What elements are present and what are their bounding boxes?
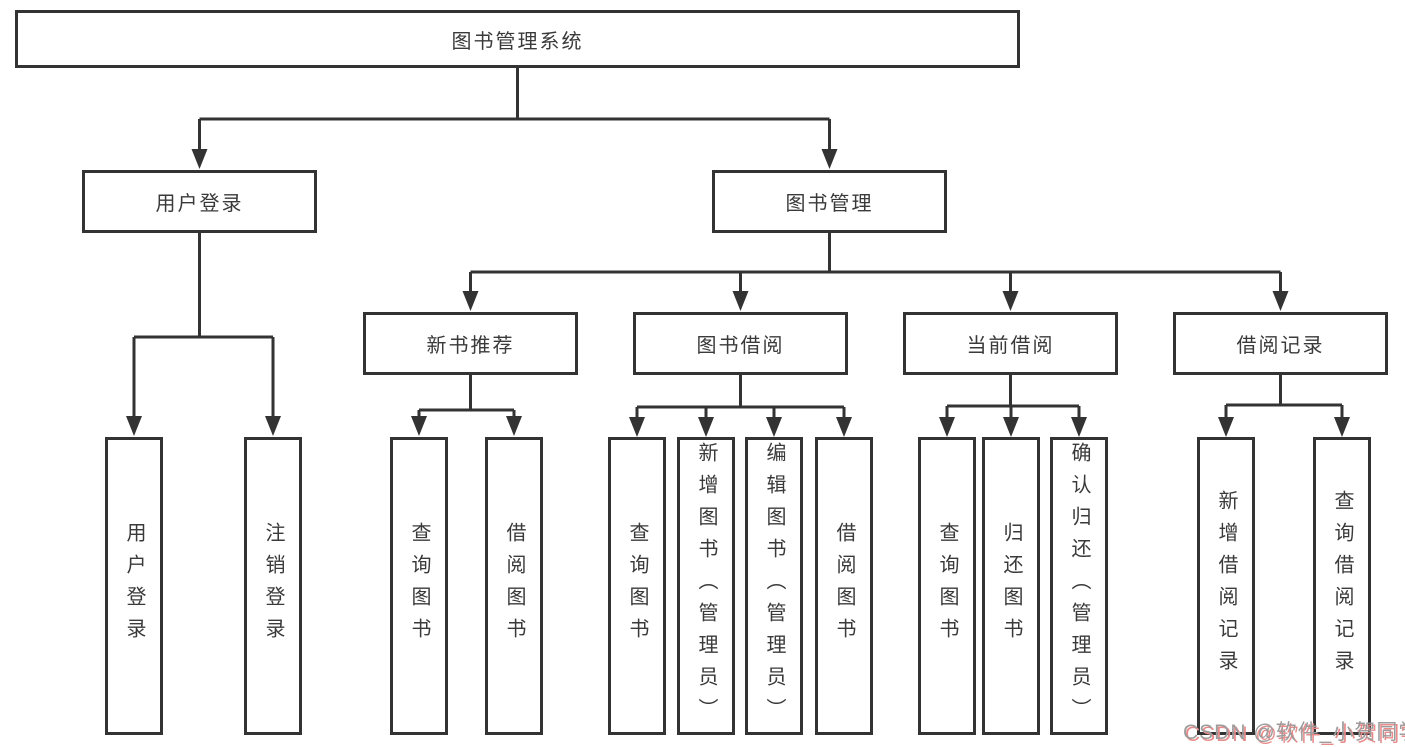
- node-current-borrowing: 当前借阅: [903, 312, 1118, 375]
- leaf-borrow-borrow-books-label: 借阅图书: [833, 522, 855, 650]
- leaf-records-add-record-label: 新增借阅记录: [1215, 490, 1237, 682]
- leaf-current-return-books: 归还图书: [982, 437, 1040, 735]
- node-borrowing-records-label: 借阅记录: [1236, 335, 1325, 357]
- arrowheads: [126, 149, 1350, 437]
- leaf-newrec-borrow-books: 借阅图书: [485, 437, 543, 735]
- node-book-management-label: 图书管理: [785, 193, 874, 215]
- node-current-borrowing-label: 当前借阅: [966, 335, 1055, 357]
- leaf-newrec-query-books: 查询图书: [390, 437, 448, 735]
- leaf-borrow-add-books-admin: 新增图书（管理员）: [677, 437, 735, 735]
- node-new-book-recommend-label: 新书推荐: [426, 335, 515, 357]
- leaf-borrow-borrow-books: 借阅图书: [815, 437, 873, 735]
- leaf-newrec-query-books-label: 查询图书: [408, 522, 430, 650]
- node-book-borrowing-label: 图书借阅: [696, 335, 785, 357]
- leaf-borrow-add-books-admin-label: 新增图书（管理员）: [695, 442, 717, 730]
- node-user-login-label: 用户登录: [155, 193, 244, 215]
- leaf-records-query-record: 查询借阅记录: [1313, 437, 1371, 735]
- leaf-logout: 注销登录: [244, 437, 302, 735]
- leaf-borrow-query-books-label: 查询图书: [626, 522, 648, 650]
- leaf-borrow-edit-books-admin: 编辑图书（管理员）: [745, 437, 803, 735]
- leaf-current-query-books-label: 查询图书: [936, 522, 958, 650]
- leaf-current-confirm-return-admin: 确认归还（管理员）: [1050, 437, 1108, 735]
- node-root-system: 图书管理系统: [15, 10, 1020, 68]
- node-book-borrowing: 图书借阅: [633, 312, 848, 375]
- node-borrowing-records: 借阅记录: [1173, 312, 1388, 375]
- leaf-logout-label: 注销登录: [262, 522, 284, 650]
- node-user-login: 用户登录: [82, 170, 317, 233]
- leaf-borrow-edit-books-admin-label: 编辑图书（管理员）: [763, 442, 785, 730]
- node-book-management: 图书管理: [712, 170, 947, 233]
- csdn-watermark: CSDN @软件_小贺同学: [1183, 721, 1405, 744]
- leaf-current-return-books-label: 归还图书: [1000, 522, 1022, 650]
- node-new-book-recommend: 新书推荐: [363, 312, 578, 375]
- leaf-current-query-books: 查询图书: [918, 437, 976, 735]
- node-root-system-label: 图书管理系统: [451, 30, 584, 53]
- leaf-newrec-borrow-books-label: 借阅图书: [503, 522, 525, 650]
- leaf-records-query-record-label: 查询借阅记录: [1331, 490, 1353, 682]
- leaf-records-add-record: 新增借阅记录: [1197, 437, 1255, 735]
- leaf-current-confirm-return-admin-label: 确认归还（管理员）: [1068, 442, 1090, 730]
- leaf-user-login: 用户登录: [105, 437, 163, 735]
- leaf-user-login-label: 用户登录: [123, 522, 145, 650]
- leaf-borrow-query-books: 查询图书: [608, 437, 666, 735]
